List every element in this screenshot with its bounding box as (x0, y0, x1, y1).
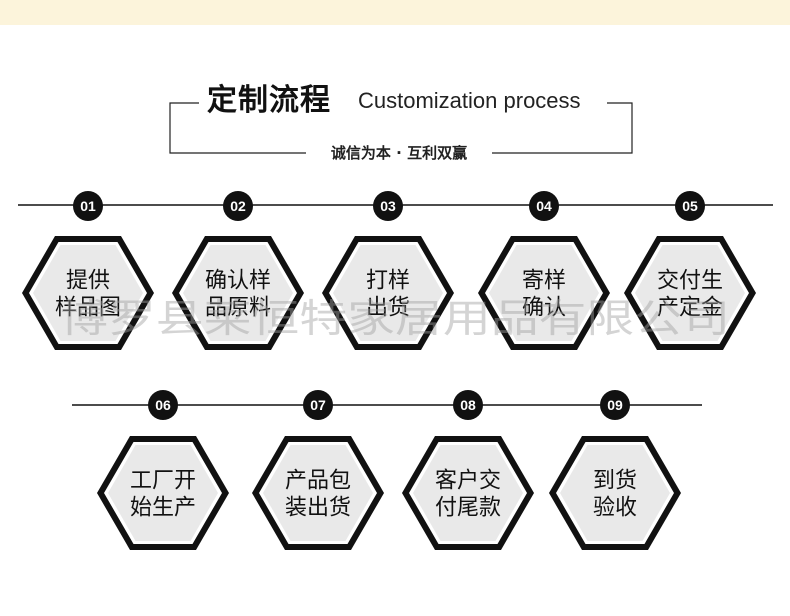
step-hexagon (33, 245, 143, 341)
step-label-line: 出货 (366, 296, 410, 321)
step-label-line: 客户交 (435, 469, 501, 494)
step-label-line: 寄样 (522, 269, 566, 294)
step-hexagon (413, 445, 523, 541)
step-hexagon (560, 445, 670, 541)
step-label-line: 付尾款 (435, 496, 501, 521)
step-number: 09 (607, 397, 623, 413)
step-label-line: 确认 (522, 296, 566, 321)
step-number: 04 (536, 198, 552, 214)
slogan: 诚信为本 · 互利双赢 (306, 142, 492, 164)
step-label-line: 品原料 (205, 296, 271, 321)
step-hexagon (263, 445, 373, 541)
step-number-badge (148, 390, 178, 420)
watermark: 博罗县莱恒特家居用品有限公司 (60, 297, 730, 342)
page-subtitle-en: Customization process (358, 88, 581, 113)
step-number: 08 (460, 397, 476, 413)
step-number-badge (600, 390, 630, 420)
step-hexagon (635, 245, 745, 341)
step-label-line: 始生产 (130, 496, 196, 521)
step-number: 05 (682, 198, 698, 214)
step-hexagon (489, 245, 599, 341)
step-number: 01 (80, 198, 96, 214)
step-number-badge (223, 191, 253, 221)
step-number-badge (303, 390, 333, 420)
step-label-line: 验收 (593, 496, 637, 521)
step-hexagon (108, 445, 218, 541)
step-number: 03 (380, 198, 396, 214)
step-label-line: 产定金 (657, 296, 723, 321)
step-label-line: 样品图 (55, 296, 121, 321)
step-label-line: 确认样 (205, 269, 271, 294)
title-bracket-right (492, 102, 633, 154)
step-label-line: 交付生 (657, 269, 723, 294)
step-label-line: 到货 (593, 469, 637, 494)
step-number: 02 (230, 198, 246, 214)
step-number-badge (373, 191, 403, 221)
step-number-badge (675, 191, 705, 221)
step-number-badge (529, 191, 559, 221)
step-number: 07 (310, 397, 326, 413)
step-hexagon (183, 245, 293, 341)
step-label-line: 装出货 (285, 496, 351, 521)
top-banner (0, 0, 790, 25)
step-number: 06 (155, 397, 171, 413)
step-label-line: 提供 (66, 269, 110, 294)
step-label-line: 工厂开 (130, 469, 196, 494)
step-number-badge (453, 390, 483, 420)
step-label-line: 产品包 (285, 469, 351, 494)
step-number-badge (73, 191, 103, 221)
step-hexagon (333, 245, 443, 341)
title-bracket-left (169, 102, 306, 154)
step-label-line: 打样 (366, 269, 410, 294)
page-title: 定制流程 (207, 83, 331, 118)
